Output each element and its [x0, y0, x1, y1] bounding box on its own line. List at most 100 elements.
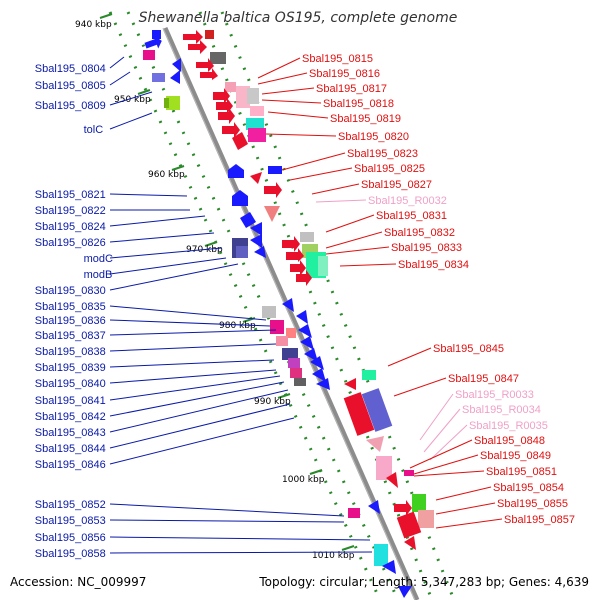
- gene-label-left[interactable]: Sbal195_0838: [35, 346, 106, 358]
- gene-label-left[interactable]: Sbal195_0840: [35, 378, 106, 390]
- gene-label-right[interactable]: Sbal195_R0034: [462, 404, 541, 416]
- gene-block: [348, 508, 360, 518]
- gene-label-left[interactable]: Sbal195_0809: [35, 100, 106, 112]
- tick-mark: [341, 545, 355, 551]
- gene-label-right[interactable]: Sbal195_0823: [347, 148, 418, 160]
- gene-label-left[interactable]: Sbal195_0835: [35, 301, 106, 313]
- tick-mark: [99, 13, 113, 19]
- gene-block: [361, 388, 393, 432]
- gene-features: [143, 30, 434, 598]
- gene-label-left[interactable]: Sbal195_0846: [35, 459, 106, 471]
- gene-label-right[interactable]: Sbal195_0819: [330, 113, 401, 125]
- gene-label-right[interactable]: Sbal195_0820: [338, 131, 409, 143]
- left-leader-line: [109, 91, 153, 106]
- right-leader-line: [435, 502, 496, 515]
- gene-label-right[interactable]: Sbal195_0832: [384, 227, 455, 239]
- gene-label-right[interactable]: Sbal195_0851: [486, 466, 557, 478]
- gene-label-left[interactable]: Sbal195_0804: [35, 63, 106, 75]
- gene-label-left[interactable]: Sbal195_0826: [35, 237, 106, 249]
- gene-arrow-reverse: [398, 586, 412, 598]
- gene-label-right[interactable]: Sbal195_0845: [433, 343, 504, 355]
- left-leader-line: [109, 257, 227, 275]
- gene-label-right[interactable]: Sbal195_0817: [316, 83, 387, 95]
- gene-block: [282, 348, 298, 360]
- gene-block: [152, 73, 165, 82]
- gene-block: [247, 88, 259, 104]
- gene-label-left[interactable]: Sbal195_0821: [35, 189, 106, 201]
- gene-label-right[interactable]: Sbal195_0834: [398, 259, 469, 271]
- gene-arrow-reverse: [300, 336, 314, 350]
- right-leader-line: [261, 99, 322, 104]
- gene-label-right[interactable]: Sbal195_0825: [354, 163, 425, 175]
- right-leader-line: [387, 347, 432, 367]
- gene-label-right[interactable]: Sbal195_0831: [376, 210, 447, 222]
- gene-block: [412, 494, 426, 512]
- gene-label-left[interactable]: modC: [84, 253, 113, 265]
- right-leader-line: [339, 263, 397, 267]
- gene-label-left[interactable]: Sbal195_0843: [35, 427, 106, 439]
- gene-block: [294, 378, 306, 386]
- right-leader-line: [435, 518, 503, 529]
- gene-arrow-forward: [282, 236, 300, 252]
- gene-label-right[interactable]: Sbal195_0849: [480, 450, 551, 462]
- gene-label-right[interactable]: Sbal195_R0033: [455, 389, 534, 401]
- gene-label-left[interactable]: tolC: [84, 124, 104, 136]
- tick-label-1010: 1010 kbp: [312, 551, 355, 561]
- gene-label-right[interactable]: Sbal195_0833: [391, 242, 462, 254]
- gene-arrow-forward: [250, 172, 262, 184]
- gene-block: [236, 246, 248, 258]
- left-leader-line: [109, 551, 373, 554]
- gene-label-left[interactable]: Sbal195_0852: [35, 499, 106, 511]
- gene-label-left[interactable]: modB: [84, 269, 113, 281]
- gene-arrow-forward: [183, 30, 203, 44]
- tick-label-980: 980 kbp: [219, 321, 256, 331]
- accession-text: Accession: NC_009997: [10, 575, 146, 589]
- genome-title: Shewanella baltica OS195, complete genom…: [139, 10, 458, 26]
- gene-label-left[interactable]: Sbal195_0853: [35, 515, 106, 527]
- gene-label-right[interactable]: Sbal195_0848: [474, 435, 545, 447]
- gene-arrow-reverse: [228, 164, 244, 178]
- gene-block: [396, 511, 422, 539]
- gene-block: [205, 30, 214, 39]
- gene-label-right[interactable]: Sbal195_0818: [323, 98, 394, 110]
- gene-label-right[interactable]: Sbal195_0847: [448, 373, 519, 385]
- right-leader-line: [325, 246, 390, 255]
- gene-label-right[interactable]: Sbal195_0827: [361, 179, 432, 191]
- right-leader-line: [325, 214, 375, 233]
- right-leader-line: [413, 470, 485, 477]
- gene-label-right[interactable]: Sbal195_0857: [504, 514, 575, 526]
- gene-label-left[interactable]: Sbal195_0856: [35, 532, 106, 544]
- gene-arrow-forward: [394, 500, 412, 516]
- gene-arrow-reverse: [240, 212, 256, 228]
- gene-label-left[interactable]: Sbal195_0839: [35, 362, 106, 374]
- gene-arrow-forward: [188, 40, 207, 54]
- right-leader-line: [423, 408, 461, 453]
- gene-arrow-reverse: [232, 190, 248, 206]
- gene-label-right[interactable]: Sbal195_0854: [493, 482, 564, 494]
- gene-label-left[interactable]: Sbal195_0837: [35, 330, 106, 342]
- left-leader-line: [109, 503, 345, 517]
- right-leader-line: [429, 424, 468, 461]
- gene-label-right[interactable]: Sbal195_0816: [309, 68, 380, 80]
- topology-text: Topology: circular; Length: 5,347,283 bp…: [258, 575, 589, 589]
- gene-label-right[interactable]: Sbal195_0815: [302, 53, 373, 65]
- gene-label-left[interactable]: Sbal195_0858: [35, 548, 106, 560]
- gene-arrow-forward: [216, 98, 233, 114]
- gene-label-left[interactable]: Sbal195_0830: [35, 285, 106, 297]
- tick-mark: [277, 393, 291, 399]
- gene-label-left[interactable]: Sbal195_0836: [35, 315, 106, 327]
- gene-label-left[interactable]: Sbal195_0844: [35, 443, 106, 455]
- gene-label-left[interactable]: Sbal195_0822: [35, 205, 106, 217]
- gene-block: [362, 370, 376, 380]
- gene-block: [290, 368, 302, 378]
- gene-label-left[interactable]: Sbal195_0824: [35, 221, 106, 233]
- gene-arrow-reverse: [250, 222, 262, 236]
- left-leader-line: [109, 536, 371, 541]
- gene-block: [210, 52, 226, 64]
- gene-label-left[interactable]: Sbal195_0842: [35, 411, 106, 423]
- gene-label-right[interactable]: Sbal195_0855: [497, 498, 568, 510]
- gene-label-right[interactable]: Sbal195_R0032: [368, 195, 447, 207]
- gene-label-left[interactable]: Sbal195_0805: [35, 80, 106, 92]
- gene-label-left[interactable]: Sbal195_0841: [35, 395, 106, 407]
- gene-label-right[interactable]: Sbal195_R0035: [469, 420, 548, 432]
